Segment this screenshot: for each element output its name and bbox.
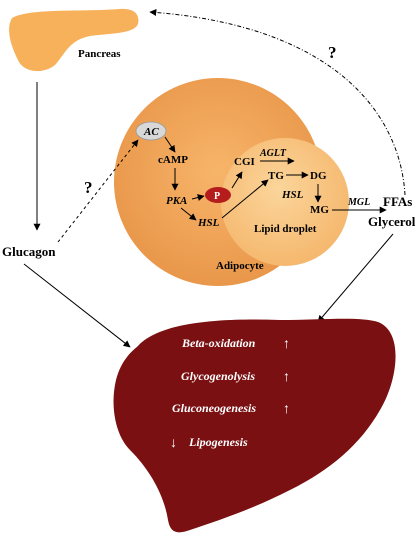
dg-label: DG (310, 170, 327, 182)
adipocyte-label: Adipocyte (216, 260, 264, 272)
glucagon-label: Glucagon (2, 244, 56, 259)
tg-label: TG (268, 170, 284, 182)
up-arrow-icon: ↑ (283, 402, 290, 417)
cgi-label: CGI (234, 156, 255, 168)
hsl-label-lower: HSL (197, 217, 220, 229)
hsl-label-inner: HSL (281, 189, 304, 201)
feedback-arc (149, 8, 406, 196)
aglt-label: AGLT (259, 148, 287, 159)
question-mark-left: ? (84, 178, 93, 197)
ffas-label: FFAs (383, 194, 412, 209)
liver-item-label: Gluconeogenesis (172, 401, 256, 415)
glycerol-label: Glycerol (368, 214, 416, 229)
camp-label: cAMP (158, 154, 188, 166)
mgl-label: MGL (347, 197, 370, 208)
pancreas-label: Pancreas (78, 48, 121, 60)
liver-item-gluconeogenesis: Gluconeogenesis ↑ (172, 401, 290, 417)
liver-item-glycogenolysis: Glycogenolysis ↑ (181, 369, 290, 385)
ac-to-camp-arrow (164, 136, 176, 153)
glucagon-to-ac-arrow (57, 139, 139, 243)
hsl-to-tg-arrow (221, 179, 269, 219)
liver-item-label: Beta-oxidation (181, 336, 256, 350)
down-arrow-icon: ↓ (170, 436, 177, 451)
lipid-droplet (221, 138, 349, 266)
ac-oval (135, 121, 167, 141)
pka-label: PKA (166, 195, 187, 207)
liver-item-label: Lipogenesis (188, 435, 248, 449)
pka-to-hsl-arrow (180, 207, 197, 221)
glucagon-to-liver-arrow (23, 263, 131, 348)
liver-item-lipogenesis: ↓ Lipogenesis (170, 435, 248, 451)
ffas-to-liver-arrow (317, 233, 394, 323)
liver-item-label: Glycogenolysis (181, 369, 255, 383)
liver-shape (113, 318, 396, 533)
pka-to-p-arrow (191, 194, 205, 201)
phospho-oval (205, 187, 231, 203)
phospho-label: P (214, 191, 220, 202)
lipid-droplet-label: Lipid droplet (254, 223, 317, 235)
p-to-cgi-arrow (231, 171, 243, 189)
question-mark-top: ? (328, 43, 337, 62)
up-arrow-icon: ↑ (283, 370, 290, 385)
pancreas-shape (9, 8, 139, 72)
liver-item-beta-oxidation: Beta-oxidation ↑ (181, 336, 290, 352)
mg-label: MG (310, 204, 329, 216)
up-arrow-icon: ↑ (283, 337, 290, 352)
ac-label: AC (143, 126, 159, 138)
